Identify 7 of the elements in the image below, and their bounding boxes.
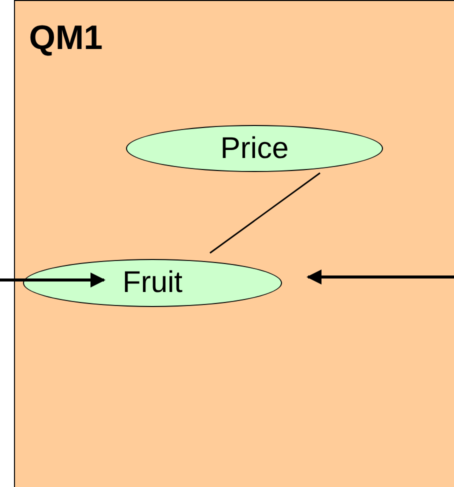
entity-label: Price [220, 132, 289, 166]
connector-line [210, 172, 320, 254]
group-box [14, 0, 454, 487]
entity-label: Fruit [122, 266, 182, 300]
arrow [306, 270, 454, 284]
group-heading: QM1 [29, 19, 103, 58]
arrow [0, 272, 106, 288]
